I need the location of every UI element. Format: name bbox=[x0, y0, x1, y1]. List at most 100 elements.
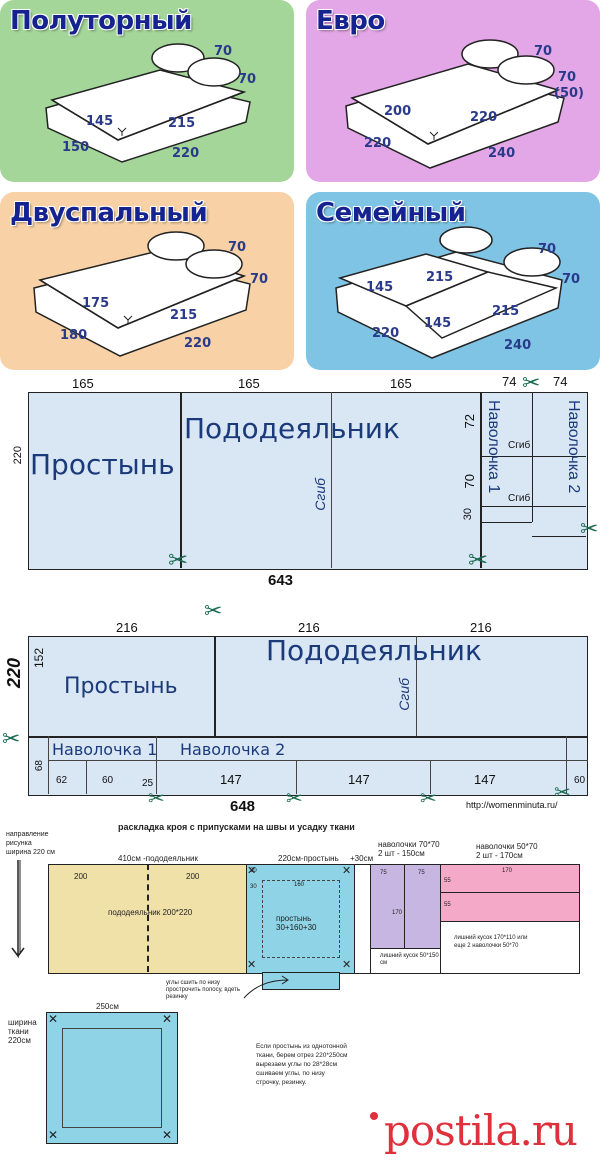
dim-72: 72 bbox=[462, 414, 477, 429]
dim-170-b: 170 bbox=[502, 868, 513, 874]
dim-30-a: 30 bbox=[250, 868, 257, 874]
fabric-rect bbox=[28, 636, 588, 796]
dim-top-2: 165 bbox=[238, 376, 260, 391]
sheet-flap bbox=[262, 972, 340, 990]
scissors-icon: ✂ bbox=[580, 516, 599, 541]
pillow-strip-2 bbox=[440, 892, 580, 922]
dim-sheet-l: 240 bbox=[504, 338, 532, 353]
cut-line bbox=[214, 636, 216, 736]
bed-illustration bbox=[335, 226, 563, 359]
label-fold-2: Сгиб bbox=[508, 493, 531, 504]
dim-sheet-l: 220 bbox=[172, 146, 200, 161]
pillow-divider bbox=[404, 864, 405, 948]
dim-200-b: 200 bbox=[186, 872, 200, 881]
dim-duvet-w: 200 bbox=[384, 104, 412, 119]
dim-bottom-1: 62 bbox=[56, 775, 68, 786]
corner-x-icon: ✕ bbox=[48, 1012, 59, 1026]
dim-sheet-l: 220 bbox=[184, 336, 212, 351]
dim-bottom-5: 147 bbox=[348, 772, 370, 787]
dim-duvet-l: 215 bbox=[170, 308, 198, 323]
dim-height: 220 bbox=[12, 446, 24, 465]
label-pillowcase-2: Наволочка 2 bbox=[565, 400, 582, 494]
dim-duvet1-l: 215 bbox=[426, 270, 454, 285]
label-width: ширина ткани 220см bbox=[8, 1018, 37, 1045]
duvet-fold bbox=[147, 864, 149, 972]
dim-sheet-l: 240 bbox=[488, 146, 516, 161]
dim-top-3: 216 bbox=[470, 620, 492, 635]
scissors-icon: ✂ bbox=[286, 788, 303, 810]
sheet-square-inner bbox=[62, 1028, 162, 1128]
corner-x-icon: ✕ bbox=[247, 959, 257, 971]
corner-x-icon: ✕ bbox=[342, 865, 352, 877]
label-fold-1: Сгиб bbox=[508, 440, 531, 451]
label-duvet: пододеяльник 200*220 bbox=[108, 908, 193, 917]
pillow-panel-70 bbox=[370, 864, 442, 950]
pillow-strip-1 bbox=[440, 864, 580, 894]
dim-bottom-7: 60 bbox=[574, 775, 586, 786]
total-length: 648 bbox=[230, 798, 256, 815]
dim-top-1: 165 bbox=[72, 376, 94, 391]
dim-top-2: 216 bbox=[298, 620, 320, 635]
dim-pillow-h: 70 bbox=[558, 70, 577, 85]
label-pillow-70: наволочки 70*70 2 шт - 150см bbox=[378, 840, 440, 858]
scissors-icon: ✂ bbox=[420, 788, 437, 810]
dim-55-b: 55 bbox=[444, 902, 451, 908]
pillow-line bbox=[156, 736, 157, 794]
label-duvet: Пододеяльник bbox=[266, 634, 482, 667]
label-sheet: Простынь bbox=[30, 448, 175, 481]
label-30: +30см bbox=[350, 854, 374, 863]
cut-line bbox=[566, 736, 567, 794]
dim-30-b: 30 bbox=[250, 884, 257, 890]
note-text: Если простынь из однотонной ткани, берем… bbox=[256, 1043, 348, 1086]
cut-line bbox=[28, 736, 588, 738]
scissors-icon: ✂ bbox=[2, 726, 21, 751]
pillow-divider bbox=[532, 392, 533, 522]
dim-sheet-w: 220 bbox=[372, 326, 400, 341]
arrow-down-icon bbox=[11, 860, 25, 959]
dim-bottom-4: 147 bbox=[220, 772, 242, 787]
fold-line bbox=[416, 636, 417, 736]
dim-duvet-l: 220 bbox=[470, 110, 498, 125]
dim-55-a: 55 bbox=[444, 878, 451, 884]
dim-pillow-h: 70 bbox=[250, 272, 269, 287]
corner-x-icon: ✕ bbox=[342, 959, 352, 971]
dim-70: 70 bbox=[462, 474, 477, 489]
corner-x-icon: ✕ bbox=[162, 1012, 173, 1026]
dim-200-a: 200 bbox=[74, 872, 88, 881]
scissors-icon: ✂ bbox=[468, 547, 489, 574]
label-fold: Сгиб bbox=[312, 478, 328, 511]
dim-68: 68 bbox=[34, 760, 45, 772]
dim-30: 30 bbox=[462, 508, 474, 521]
dim-pillow-w: 70 bbox=[228, 240, 247, 255]
label-corners: углы сшить по низу прострочить полосу, в… bbox=[166, 980, 240, 1000]
pillow-line bbox=[48, 736, 49, 794]
source-url: http://womenminuta.ru/ bbox=[466, 800, 558, 810]
dim-pillow-h: 70 bbox=[562, 272, 581, 287]
dim-top-5: 74 bbox=[553, 374, 568, 389]
dim-duvet-w: 145 bbox=[86, 114, 114, 129]
dim-pillow-w: 70 bbox=[534, 44, 553, 59]
label-sheet: Простынь bbox=[64, 674, 178, 699]
corner-x-icon: ✕ bbox=[48, 1128, 59, 1142]
dim-pillow-h: 70 bbox=[238, 72, 257, 87]
label-pillowcase-1: Наволочка 1 bbox=[485, 400, 502, 494]
pillow-bottom bbox=[532, 536, 586, 537]
cut-line bbox=[180, 392, 182, 568]
dim-bottom-2: 60 bbox=[102, 775, 114, 786]
dim-pillow-w: 70 bbox=[214, 44, 233, 59]
sheet-inner bbox=[262, 880, 340, 958]
corner-x-icon: ✕ bbox=[247, 865, 257, 877]
dim-pillow-w: 70 bbox=[538, 242, 557, 257]
dim-bottom-6: 147 bbox=[474, 772, 496, 787]
pillow-fold bbox=[480, 456, 586, 457]
label-pillowcase-2: Наволочка 2 bbox=[180, 740, 286, 759]
panel-polutorny: Полуторный 70 70 145 215 150 220 bbox=[0, 0, 294, 182]
fabric-rect bbox=[28, 392, 588, 570]
pillow-fold bbox=[480, 506, 586, 507]
panel-title: Двуспальный bbox=[10, 198, 208, 228]
dim-sheet-w: 180 bbox=[60, 328, 88, 343]
panel-title: Полуторный bbox=[10, 6, 192, 36]
bed-illustration bbox=[33, 231, 251, 357]
logo-icon bbox=[370, 1112, 378, 1120]
dim-sheet-w: 150 bbox=[62, 140, 90, 155]
